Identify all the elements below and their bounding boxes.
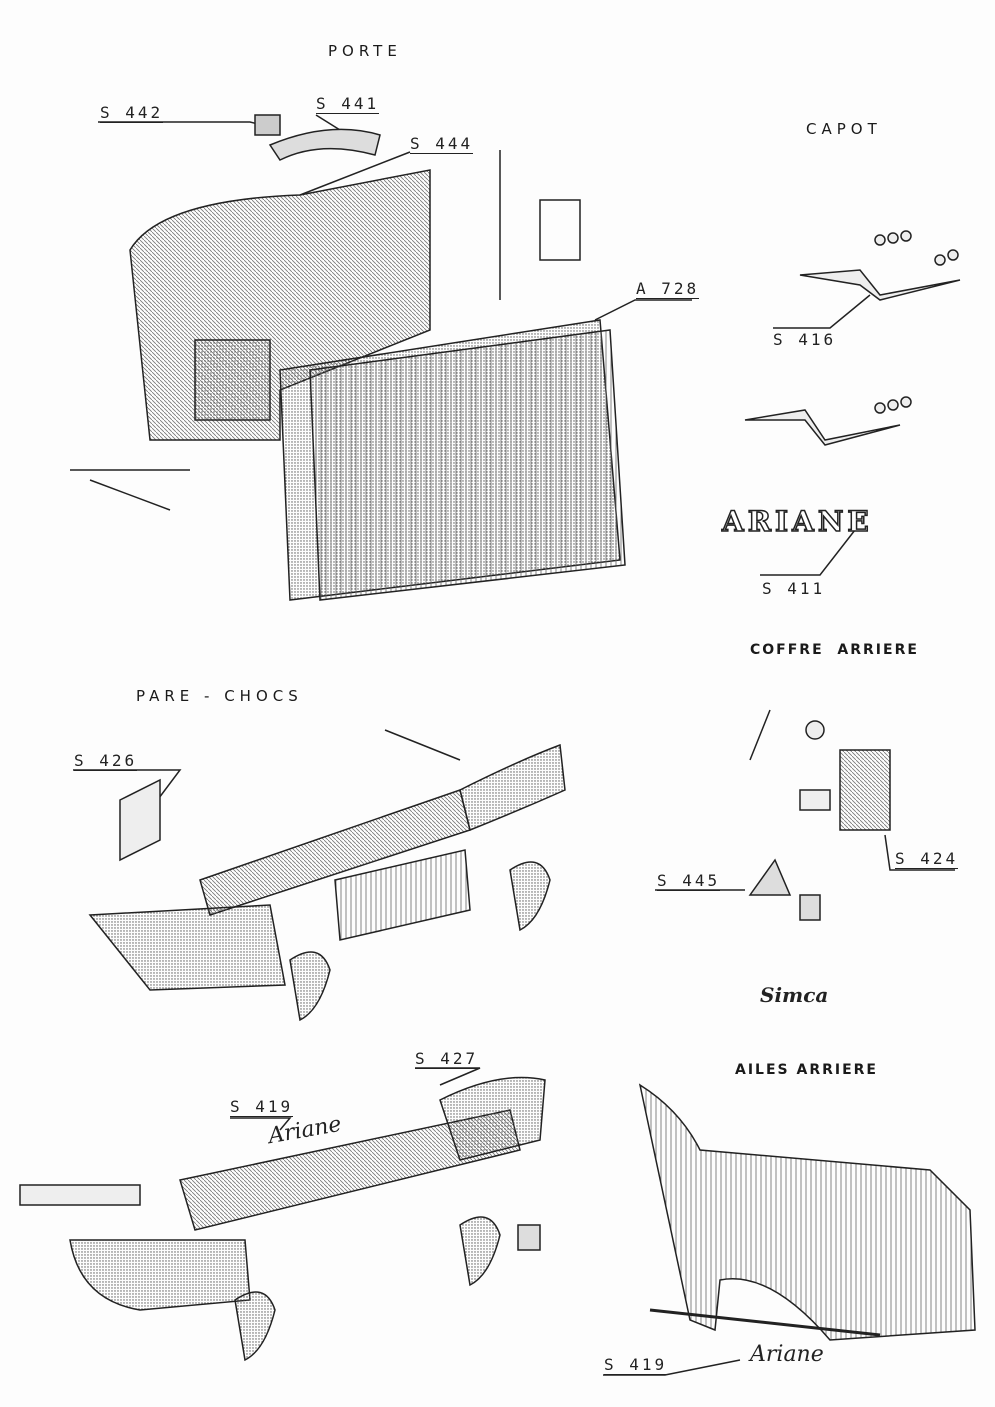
section-title-capot: CAPOT xyxy=(806,120,882,138)
leader-a728 xyxy=(594,299,692,321)
ref-s411: S 411 xyxy=(762,579,826,598)
section-title-pare-chocs: PARE - CHOCS xyxy=(136,687,303,705)
ref-s445: S 445 xyxy=(657,871,721,891)
ref-s427: S 427 xyxy=(415,1049,479,1069)
ref-a728: A 728 xyxy=(636,279,700,299)
leader-s419-front xyxy=(230,1117,292,1131)
leader-s441 xyxy=(315,114,341,131)
ariane-badge-logo: ARIANE xyxy=(721,504,873,539)
ref-s416: S 416 xyxy=(773,330,837,349)
ref-s442: S 442 xyxy=(100,103,164,123)
ref-s424: S 424 xyxy=(895,849,959,869)
leader-s411 xyxy=(760,529,856,576)
leader-s416 xyxy=(773,294,871,329)
ref-s444: S 444 xyxy=(410,134,474,154)
ref-s426: S 426 xyxy=(74,751,138,771)
leader-s419-wing xyxy=(603,1359,741,1376)
ref-s419-wing: S 419 xyxy=(604,1355,668,1375)
rear-wing xyxy=(638,1083,976,1341)
ref-s441: S 441 xyxy=(316,94,380,114)
leader-s427 xyxy=(415,1067,481,1086)
door-assembly xyxy=(70,114,626,601)
leader-s444 xyxy=(299,151,411,196)
front-bumper xyxy=(88,729,566,1022)
rear-bumper xyxy=(19,1076,546,1362)
ref-s419-front: S 419 xyxy=(230,1097,294,1117)
bonnet-chevrons xyxy=(744,230,961,446)
trunk-lock xyxy=(748,709,891,921)
section-title-ailes-arriere: AILES ARRIERE xyxy=(735,1062,878,1078)
section-title-porte: PORTE xyxy=(328,42,402,60)
leader-s424 xyxy=(884,834,955,871)
simca-script-logo: Simca xyxy=(760,983,829,1007)
ariane-script-wing-logo: Ariane xyxy=(750,1342,824,1367)
section-title-coffre-arriere: COFFRE ARRIERE xyxy=(750,642,919,658)
